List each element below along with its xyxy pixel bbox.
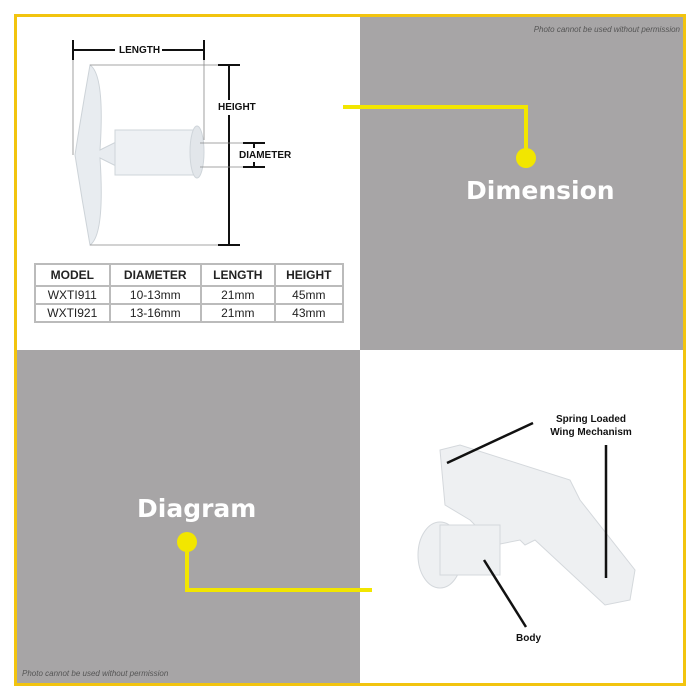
cell: 43mm (273, 303, 345, 323)
dimension-lines (72, 40, 265, 246)
table-row: WXTI921 13-16mm 21mm 43mm (34, 303, 345, 323)
watermark-top: Photo cannot be used without permission (533, 25, 680, 34)
diagram-dot (177, 532, 197, 552)
diagram-title-panel (17, 350, 360, 683)
wing-callout-line1: Spring Loaded (556, 414, 626, 425)
wing-callout-line2: Wing Mechanism (550, 427, 632, 438)
diagram-heading: Diagram (137, 494, 257, 523)
dimension-dot (516, 148, 536, 168)
length-label: LENGTH (119, 45, 161, 56)
table-header-row: MODEL DIAMETER LENGTH HEIGHT (34, 263, 345, 287)
cell: 45mm (273, 285, 345, 305)
wing-mechanism-callout: Spring Loaded Wing Mechanism (536, 413, 646, 439)
cell: WXTI921 (34, 303, 111, 323)
dimension-heading: Dimension (466, 176, 615, 205)
col-length: LENGTH (199, 263, 276, 287)
connector-lines (185, 105, 528, 592)
height-label: HEIGHT (218, 102, 256, 113)
anchor-side-view (74, 64, 205, 246)
body-callout: Body (516, 633, 541, 644)
cell: 10-13mm (108, 285, 202, 305)
col-diameter: DIAMETER (108, 263, 202, 287)
callout-lines (446, 421, 608, 628)
col-height: HEIGHT (273, 263, 345, 287)
cell: WXTI911 (34, 285, 111, 305)
spec-table: MODEL DIAMETER LENGTH HEIGHT WXTI911 10-… (34, 263, 345, 323)
cell: 21mm (199, 285, 276, 305)
border-frame (14, 14, 686, 686)
cell: 13-16mm (108, 303, 202, 323)
diameter-label: DIAMETER (239, 150, 292, 161)
anchor-photo (417, 444, 636, 606)
col-model: MODEL (34, 263, 111, 287)
watermark-bottom: Photo cannot be used without permission (22, 669, 169, 678)
cell: 21mm (199, 303, 276, 323)
table-row: WXTI911 10-13mm 21mm 45mm (34, 285, 345, 305)
dimension-title-panel (360, 17, 683, 350)
